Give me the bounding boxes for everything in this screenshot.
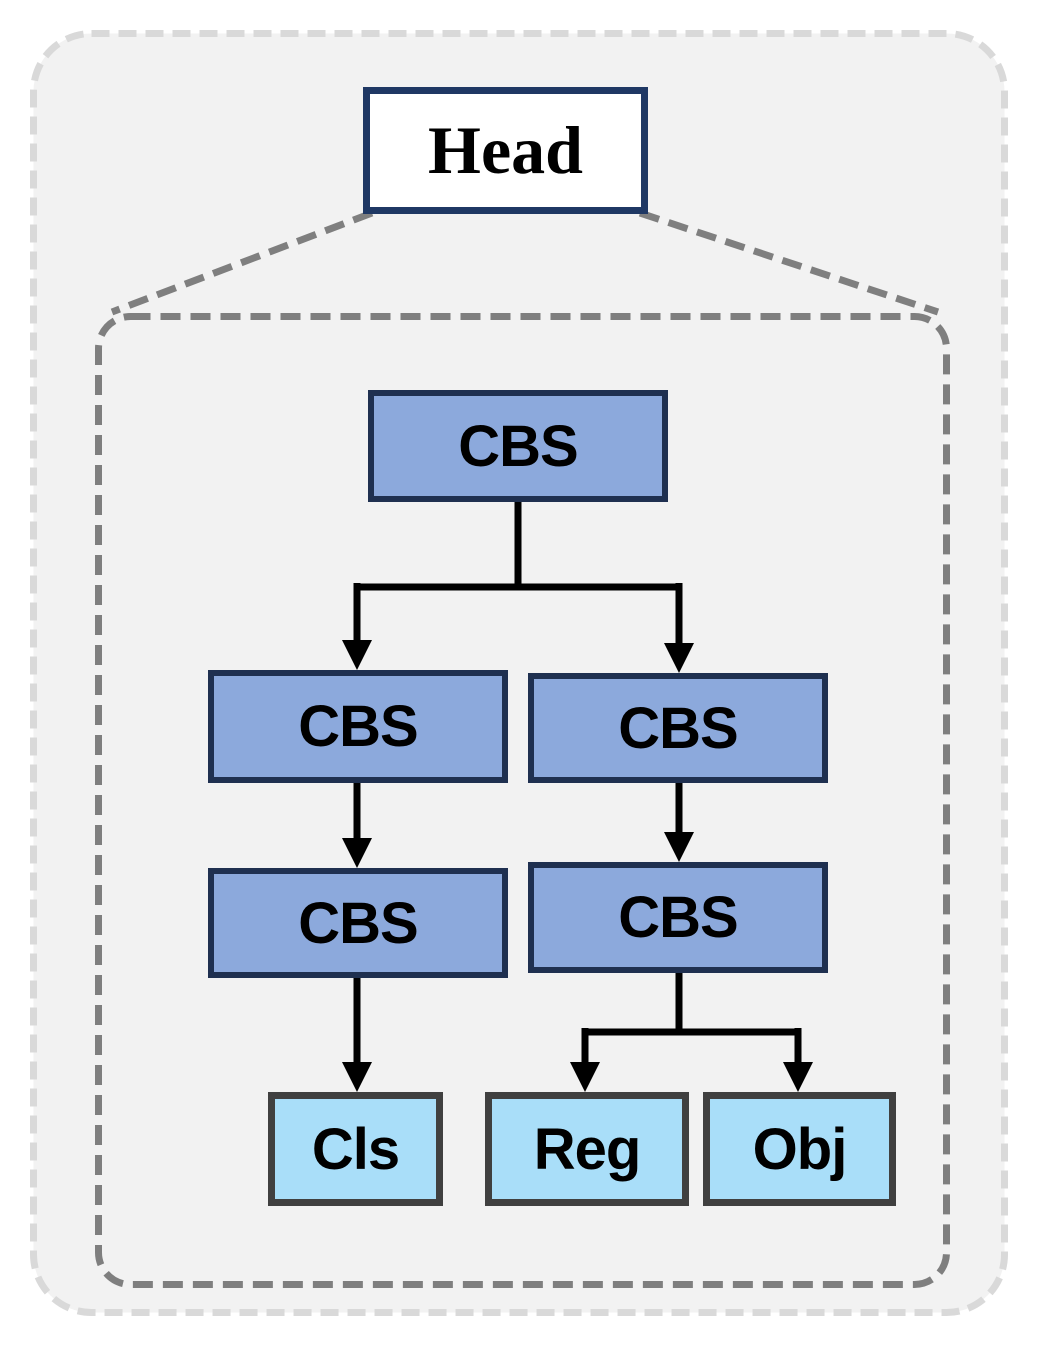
inner-dashed-frame xyxy=(95,313,950,1288)
cbs-node-right-1: CBS xyxy=(528,673,828,783)
output-node-obj: Obj xyxy=(703,1092,896,1206)
arrowhead-to-cbs-right-2 xyxy=(664,832,694,862)
arrowheads xyxy=(342,640,813,1092)
output-node-reg: Reg xyxy=(485,1092,689,1206)
cbs-node-left-1: CBS xyxy=(208,670,508,783)
arrowhead-to-cbs-right-1 xyxy=(664,643,694,673)
cbs-node-right-2: CBS xyxy=(528,862,828,973)
outer-dashed-frame xyxy=(30,30,1008,1316)
arrowhead-to-obj xyxy=(783,1062,813,1092)
expansion-diagonal-left xyxy=(110,209,374,316)
output-node-cls: Cls xyxy=(268,1092,443,1206)
cbs-node-left-2: CBS xyxy=(208,868,508,978)
connector-tree xyxy=(353,498,802,1066)
head-title-box: Head xyxy=(363,87,648,214)
arrowhead-to-cbs-left-2 xyxy=(342,838,372,868)
arrowhead-to-cbs-left-1 xyxy=(342,640,372,670)
arrowhead-to-cls xyxy=(342,1062,372,1092)
expansion-diagonal-right xyxy=(638,209,940,316)
expansion-diagonal-lines xyxy=(110,209,940,316)
arrowhead-to-reg xyxy=(570,1062,600,1092)
cbs-node-top: CBS xyxy=(368,390,668,502)
